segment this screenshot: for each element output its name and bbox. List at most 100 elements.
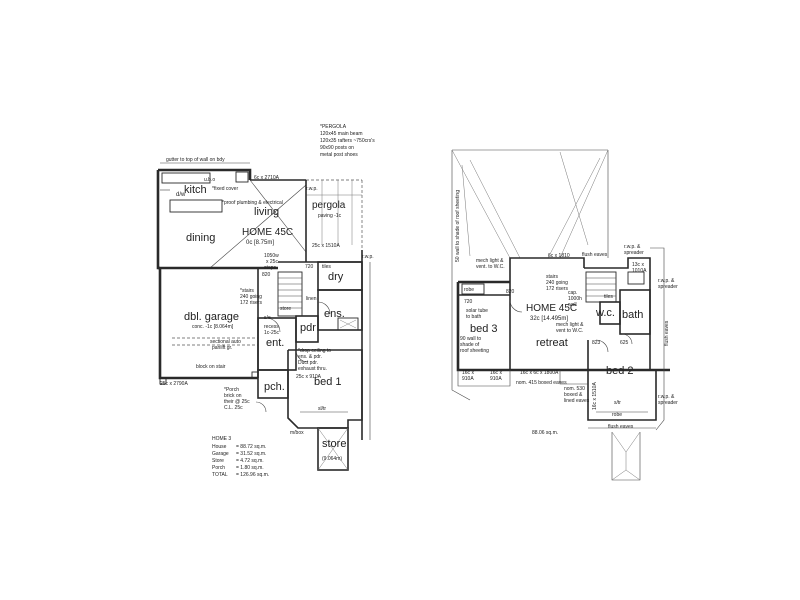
robe2-note: robe — [612, 412, 622, 418]
room-dining: dining — [186, 232, 215, 244]
room-bed3: bed 3 — [470, 323, 498, 335]
home-title: HOME 45C — [526, 303, 577, 314]
flush-eaves2: flush eaves — [608, 424, 634, 430]
wall-90-note-line: roof sheeting — [460, 348, 489, 354]
steps: steps — [264, 265, 276, 271]
dim-16c-910: 16c x — [462, 370, 474, 376]
room-wc: w.c. — [595, 307, 615, 319]
room-bed2: bed 2 — [606, 365, 634, 377]
h25c: x 25c — [266, 259, 278, 265]
room-dw: d/w — [176, 192, 186, 198]
room-ent: ent. — [266, 337, 284, 349]
home-title: HOME 45C — [242, 227, 293, 238]
wall-90-note: 90 wall to — [460, 336, 481, 342]
sinks-note: s/e — [264, 315, 271, 321]
robe-label: robe — [464, 287, 474, 293]
recess-note-line: 1c-25c — [264, 330, 280, 336]
porch-note-line: C.L. 25c — [224, 405, 243, 411]
mech-light2-note: mech light & — [556, 322, 584, 328]
rwp-right: r.w.p. & — [658, 278, 675, 284]
paving-note: paving -1c — [318, 213, 342, 219]
area-garage-value: = 31.52 sq.m. — [236, 451, 266, 457]
home-sub: 32c [14.495m] — [530, 316, 568, 322]
ducts-note-line: ens. & pdr. — [298, 354, 322, 360]
wall-90-note-line: shade of — [460, 342, 480, 348]
rwp-note: r.w.p. — [362, 254, 374, 260]
mech-light-note-line: vent. to W.C. — [476, 264, 505, 270]
sltr-note: s/tr — [614, 400, 621, 406]
v720: 720 — [464, 299, 473, 305]
total-upper: 88.06 sq.m. — [532, 430, 558, 436]
room-kitch: kitch — [184, 184, 207, 196]
recess-note: recess — [264, 324, 279, 330]
area-total-label: TOTAL — [212, 472, 228, 478]
pergola-note-line: metal post shoes — [320, 152, 358, 158]
pergola-note-line: 120x35 rafters ~750crs's — [320, 138, 375, 144]
nom-note: nom. 415 boxed eaves — [516, 380, 567, 386]
v823: 823 — [592, 340, 601, 346]
dim-16c-6c: 16c x 6c x 1800A — [520, 370, 559, 376]
rwp-spreader-line: spreader — [624, 250, 644, 256]
dim-6c-1810: 6c x 1810 — [548, 253, 570, 259]
upper-floor-plan: 50 wall to shade of roof sheeting mech l… — [451, 149, 678, 481]
dim-16c-910b: 16c x — [490, 370, 502, 376]
store-note: store — [280, 306, 291, 312]
room-retreat: retreat — [536, 337, 568, 349]
roof-sheeting-note: 50 wall to shade of roof sheeting — [455, 190, 461, 262]
area-title: HOME 3 — [212, 436, 231, 442]
mech-light2-note-line: vent to W.C. — [556, 328, 583, 334]
stairs-note-line: 240 going — [546, 280, 568, 286]
dim-25c-910: 25c x 910A — [296, 374, 322, 380]
area-garage-label: Garage — [212, 451, 229, 457]
dim-16c-1510: 16c x 1510A — [592, 382, 598, 410]
dim-13c-1010-line: 1010A — [632, 268, 647, 274]
area-total-value: = 126.96 sq.m. — [236, 472, 269, 478]
nom-boxed-note: nom. 530 — [564, 386, 585, 392]
dim-16c-910b-line: 910A — [490, 376, 502, 382]
area-store-value: = 4.72 sq.m. — [236, 458, 264, 464]
room-pdr: pdr — [300, 322, 316, 334]
stairs-note: stairs — [546, 274, 558, 280]
area-house-label: House — [212, 444, 227, 450]
tiles: tiles — [322, 264, 331, 270]
room-ens: ens. — [324, 308, 345, 320]
room-bath: bath — [622, 309, 643, 321]
solar-tube-note: solar tube — [466, 308, 488, 314]
sltr-note: sl/tr — [318, 406, 326, 412]
stairs-note-line: 240 going — [240, 294, 262, 300]
porch-note-line: their @ 25c — [224, 399, 250, 405]
flush-eaves: flush eaves — [582, 252, 608, 258]
v1050: 1050w — [264, 253, 279, 259]
rwp-right-line: spreader — [658, 284, 678, 290]
store-dim: (9.064m) — [322, 456, 342, 462]
rwp-top: r.w.p. — [306, 186, 318, 192]
cap-note: cap. — [568, 290, 577, 296]
dim-25c-1510: 25c x 1510A — [312, 243, 340, 249]
area-store-label: Store — [212, 458, 224, 464]
stairs-note: *stairs — [240, 288, 254, 294]
pergola-note-line: 90x90 posts on — [320, 145, 354, 151]
room-pch: pch. — [264, 381, 285, 393]
sectional-note: sectional auto — [210, 339, 241, 345]
dim-16c-910-line: 910A — [462, 376, 474, 382]
room-living: living — [254, 206, 279, 218]
nom-boxed-note-line: boxed & — [564, 392, 583, 398]
area-porch-label: Porch — [212, 465, 225, 471]
area-porch-value: = 1.80 sq.m. — [236, 465, 264, 471]
room-bed1: bed 1 — [314, 376, 342, 388]
room-store: store — [322, 438, 346, 450]
tiles-note: tiles — [604, 294, 613, 300]
ducts-note: *drop ceiling to — [298, 348, 331, 354]
linen-note: linen — [306, 296, 317, 302]
v820: 820 — [506, 289, 515, 295]
block-note: block on stair — [196, 364, 226, 370]
rwp-right2: r.w.p. & — [658, 394, 675, 400]
rwp-right2-line: spreader — [658, 400, 678, 406]
room-dry: dry — [328, 271, 344, 283]
dim-25c-2790: 25c x 2790A — [160, 381, 188, 387]
mbox-note: m/box — [290, 430, 304, 436]
proof-note: *proof plumbing & electrical — [222, 200, 283, 206]
cap-note-line: wall — [568, 302, 577, 308]
pergola-note-line: 120x45 main beam — [320, 131, 363, 137]
